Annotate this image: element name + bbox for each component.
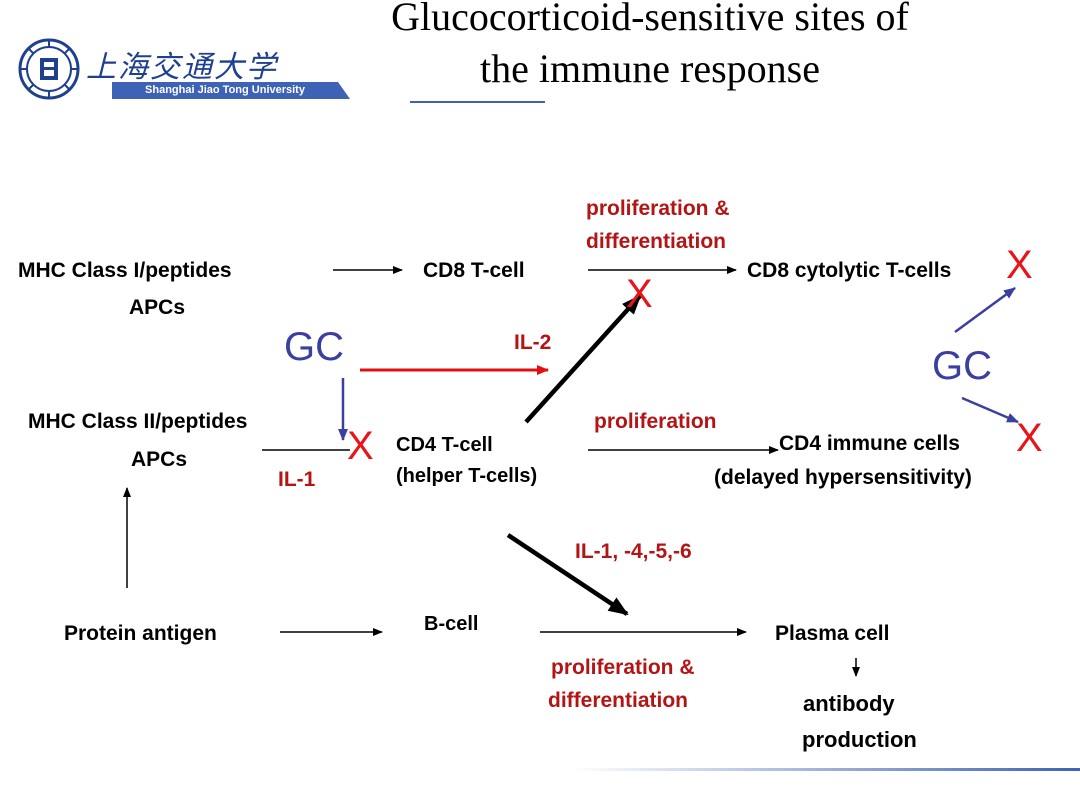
label-il-multi: IL-1, -4,-5,-6 — [575, 540, 692, 563]
node-mhc-class-2-apcs: APCs — [131, 448, 188, 471]
slide-title-line-1: Glucocorticoid-sensitive sites of — [391, 0, 909, 39]
university-logo: 上海交通大学 Shanghai Jiao Tong University — [18, 38, 350, 104]
label-il1: IL-1 — [278, 468, 316, 491]
label-proliferation: proliferation — [594, 410, 717, 433]
node-antibody: antibody — [803, 691, 895, 716]
node-delayed-hypersensitivity: (delayed hypersensitivity) — [714, 466, 972, 489]
arrow-cd4-to-cd8-diagonal — [524, 294, 642, 424]
arrow-gc-right-up — [954, 286, 1016, 334]
label-il2: IL-2 — [514, 331, 552, 354]
node-cd4-immune-cells: CD4 immune cells — [779, 432, 960, 455]
x-marker-cd4-immune: X — [1016, 416, 1043, 460]
university-english-name: Shanghai Jiao Tong University — [112, 82, 338, 99]
node-mhc-class-1-apcs: APCs — [129, 296, 186, 319]
x-marker-il1: X — [347, 424, 374, 468]
x-marker-cd8-cytolytic: X — [1006, 243, 1033, 287]
label-prolif-diff-bottom-2: differentiation — [548, 689, 688, 712]
logo-banner-tip — [338, 82, 350, 99]
arrow-gc-right-down — [961, 396, 1019, 424]
node-bcell: B-cell — [424, 613, 479, 635]
university-seal-icon — [18, 38, 80, 100]
gc-marker-right: GC — [932, 344, 992, 388]
node-cd4-tcell: CD4 T-cell — [396, 434, 493, 456]
node-mhc-class-1: MHC Class I/peptides — [18, 259, 232, 282]
gc-marker-left: GC — [284, 325, 344, 369]
footer-accent-line — [570, 768, 1080, 771]
arrow-cd4-to-bcell-diagonal — [506, 533, 629, 616]
node-antibody-production: production — [802, 727, 917, 752]
slide-title-line-2: the immune response — [480, 46, 820, 91]
title-underline — [410, 101, 545, 103]
label-prolif-diff-top-1: proliferation & — [586, 197, 730, 220]
node-cd8-tcell: CD8 T-cell — [423, 259, 525, 282]
node-mhc-class-2: MHC Class II/peptides — [28, 410, 248, 433]
label-prolif-diff-top-2: differentiation — [586, 230, 726, 253]
node-plasma-cell: Plasma cell — [775, 622, 890, 645]
node-protein-antigen: Protein antigen — [64, 622, 217, 645]
label-prolif-diff-bottom-1: proliferation & — [551, 656, 695, 679]
university-chinese-name: 上海交通大学 — [86, 50, 278, 85]
node-cd8-cytolytic: CD8 cytolytic T-cells — [747, 259, 952, 282]
node-cd4-helper: (helper T-cells) — [396, 465, 538, 487]
x-marker-cd8-proliferation: X — [626, 272, 653, 316]
